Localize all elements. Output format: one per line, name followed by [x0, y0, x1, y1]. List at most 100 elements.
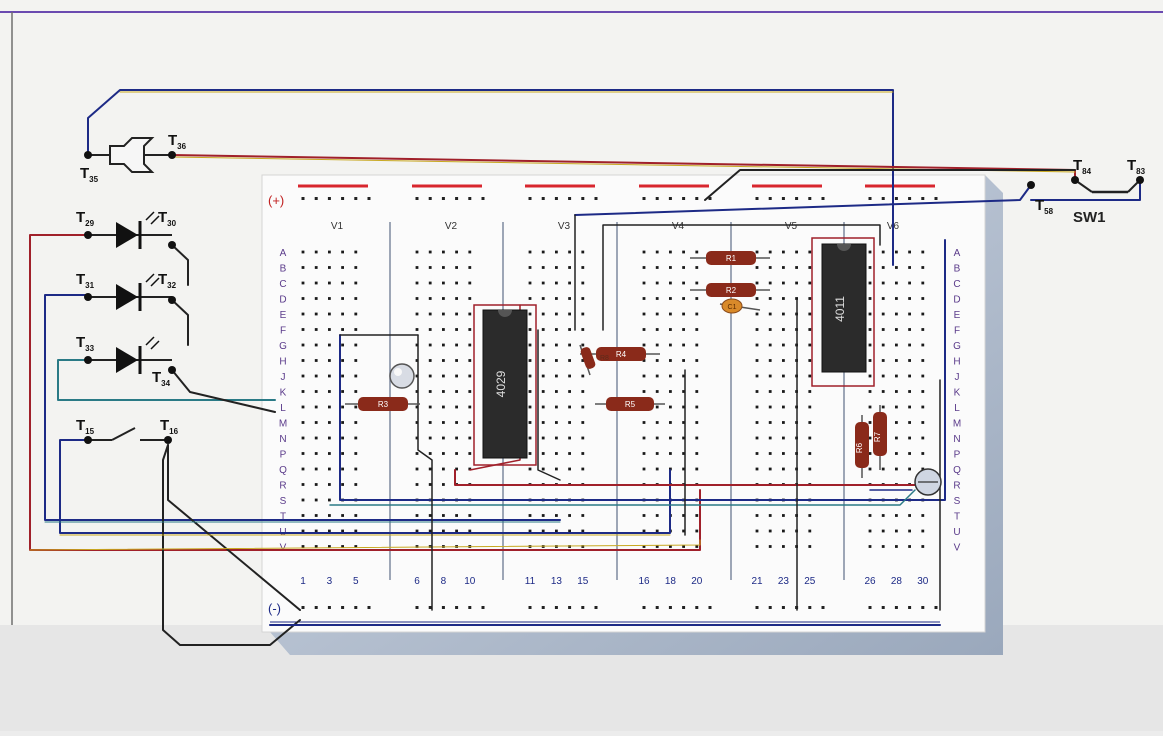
breadboard-hole — [568, 297, 571, 300]
breadboard-hole — [868, 436, 872, 440]
breadboard-hole — [895, 312, 898, 316]
breadboard-hole — [541, 436, 545, 440]
breadboard-hole — [581, 421, 585, 424]
breadboard-hole — [328, 359, 331, 362]
breadboard-hole — [354, 281, 358, 285]
breadboard-hole — [555, 297, 558, 300]
wire-t15 — [59, 439, 671, 534]
breadboard-hole — [921, 359, 925, 362]
breadboard-hole — [782, 343, 785, 347]
breadboard-hole — [341, 529, 344, 533]
breadboard-hole — [555, 250, 558, 254]
breadboard-hole — [568, 390, 571, 393]
breadboard-hole — [328, 374, 331, 378]
breadboard-hole — [301, 312, 305, 316]
breadboard-hole — [808, 359, 812, 362]
breadboard-hole — [881, 266, 885, 269]
breadboard-hole — [695, 405, 699, 409]
breadboard-hole — [921, 281, 925, 285]
breadboard-hole — [755, 514, 759, 517]
breadboard-hole — [695, 467, 699, 471]
breadboard-hole — [868, 281, 872, 285]
breadboard-hole — [428, 514, 432, 517]
breadboard-hole — [555, 436, 558, 440]
wire-t31 — [44, 294, 561, 521]
breadboard-hole — [695, 374, 699, 378]
breadboard-hole — [455, 266, 458, 269]
svg-text:T30: T30 — [158, 209, 177, 228]
breadboard-hole — [428, 359, 432, 362]
breadboard-hole — [541, 452, 545, 455]
breadboard-hole — [528, 281, 532, 285]
breadboard-hole — [768, 390, 772, 393]
breadboard-hole — [782, 250, 785, 254]
breadboard-hole — [895, 390, 898, 393]
breadboard-hole — [755, 328, 759, 331]
breadboard-hole — [755, 374, 759, 378]
breadboard-hole — [428, 281, 432, 285]
rail-hole — [455, 606, 459, 609]
breadboard-hole — [581, 405, 585, 409]
breadboard-hole — [682, 374, 685, 378]
breadboard-hole — [642, 328, 646, 331]
breadboard-hole — [782, 436, 785, 440]
breadboard-hole — [314, 343, 318, 347]
breadboard-hole — [695, 514, 699, 517]
breadboard-hole — [682, 514, 685, 517]
breadboard-hole — [642, 343, 646, 347]
electrolytic-capacitor — [389, 363, 415, 389]
resistor-r3-label: R3 — [378, 400, 389, 409]
breadboard-hole — [301, 452, 305, 455]
breadboard-hole — [895, 250, 898, 254]
breadboard-hole — [541, 467, 545, 471]
breadboard-hole — [455, 250, 458, 254]
rail-hole — [594, 606, 598, 609]
breadboard-hole — [581, 514, 585, 517]
breadboard-hole — [528, 312, 532, 316]
rail-hole — [455, 197, 459, 200]
breadboard-hole — [895, 436, 898, 440]
breadboard-hole — [301, 529, 305, 533]
rail-hole — [581, 606, 585, 609]
breadboard-hole — [669, 390, 672, 393]
breadboard-hole — [782, 359, 785, 362]
breadboard-hole — [682, 529, 685, 533]
breadboard-hole — [642, 545, 646, 548]
breadboard-hole — [768, 250, 772, 254]
breadboard-hole — [541, 266, 545, 269]
rail-hole — [341, 197, 345, 200]
column-label: 5 — [353, 576, 359, 587]
column-label: 26 — [864, 576, 876, 587]
column-label: 10 — [464, 576, 476, 587]
breadboard-hole — [415, 374, 419, 378]
breadboard-hole — [921, 374, 925, 378]
breadboard-hole — [908, 452, 911, 455]
rail-hole — [921, 197, 925, 200]
rail-hole — [934, 606, 938, 609]
row-label: P — [954, 450, 961, 461]
breadboard-hole — [868, 390, 872, 393]
rail-hole — [354, 197, 358, 200]
breadboard-hole — [555, 374, 558, 378]
breadboard-hole — [755, 359, 759, 362]
breadboard-hole — [768, 266, 772, 269]
breadboard-hole — [568, 529, 571, 533]
wire-sw-2 — [574, 184, 1032, 216]
breadboard-hole — [301, 374, 305, 378]
breadboard-hole — [642, 452, 646, 455]
rail-hole — [327, 606, 331, 609]
breadboard-hole — [655, 266, 659, 269]
svg-text:T83: T83 — [1127, 157, 1146, 176]
breadboard-hole — [868, 328, 872, 331]
breadboard-hole — [468, 436, 472, 440]
breadboard-hole — [341, 359, 344, 362]
row-label: Q — [953, 465, 961, 476]
svg-text:T34: T34 — [152, 369, 171, 388]
breadboard-hole — [768, 514, 772, 517]
wire-int-4 — [417, 334, 433, 611]
breadboard-hole — [881, 545, 885, 548]
breadboard-hole — [808, 421, 812, 424]
breadboard-hole — [921, 514, 925, 517]
resistor-r7-label: R7 — [873, 431, 882, 442]
breadboard-hole — [555, 514, 558, 517]
